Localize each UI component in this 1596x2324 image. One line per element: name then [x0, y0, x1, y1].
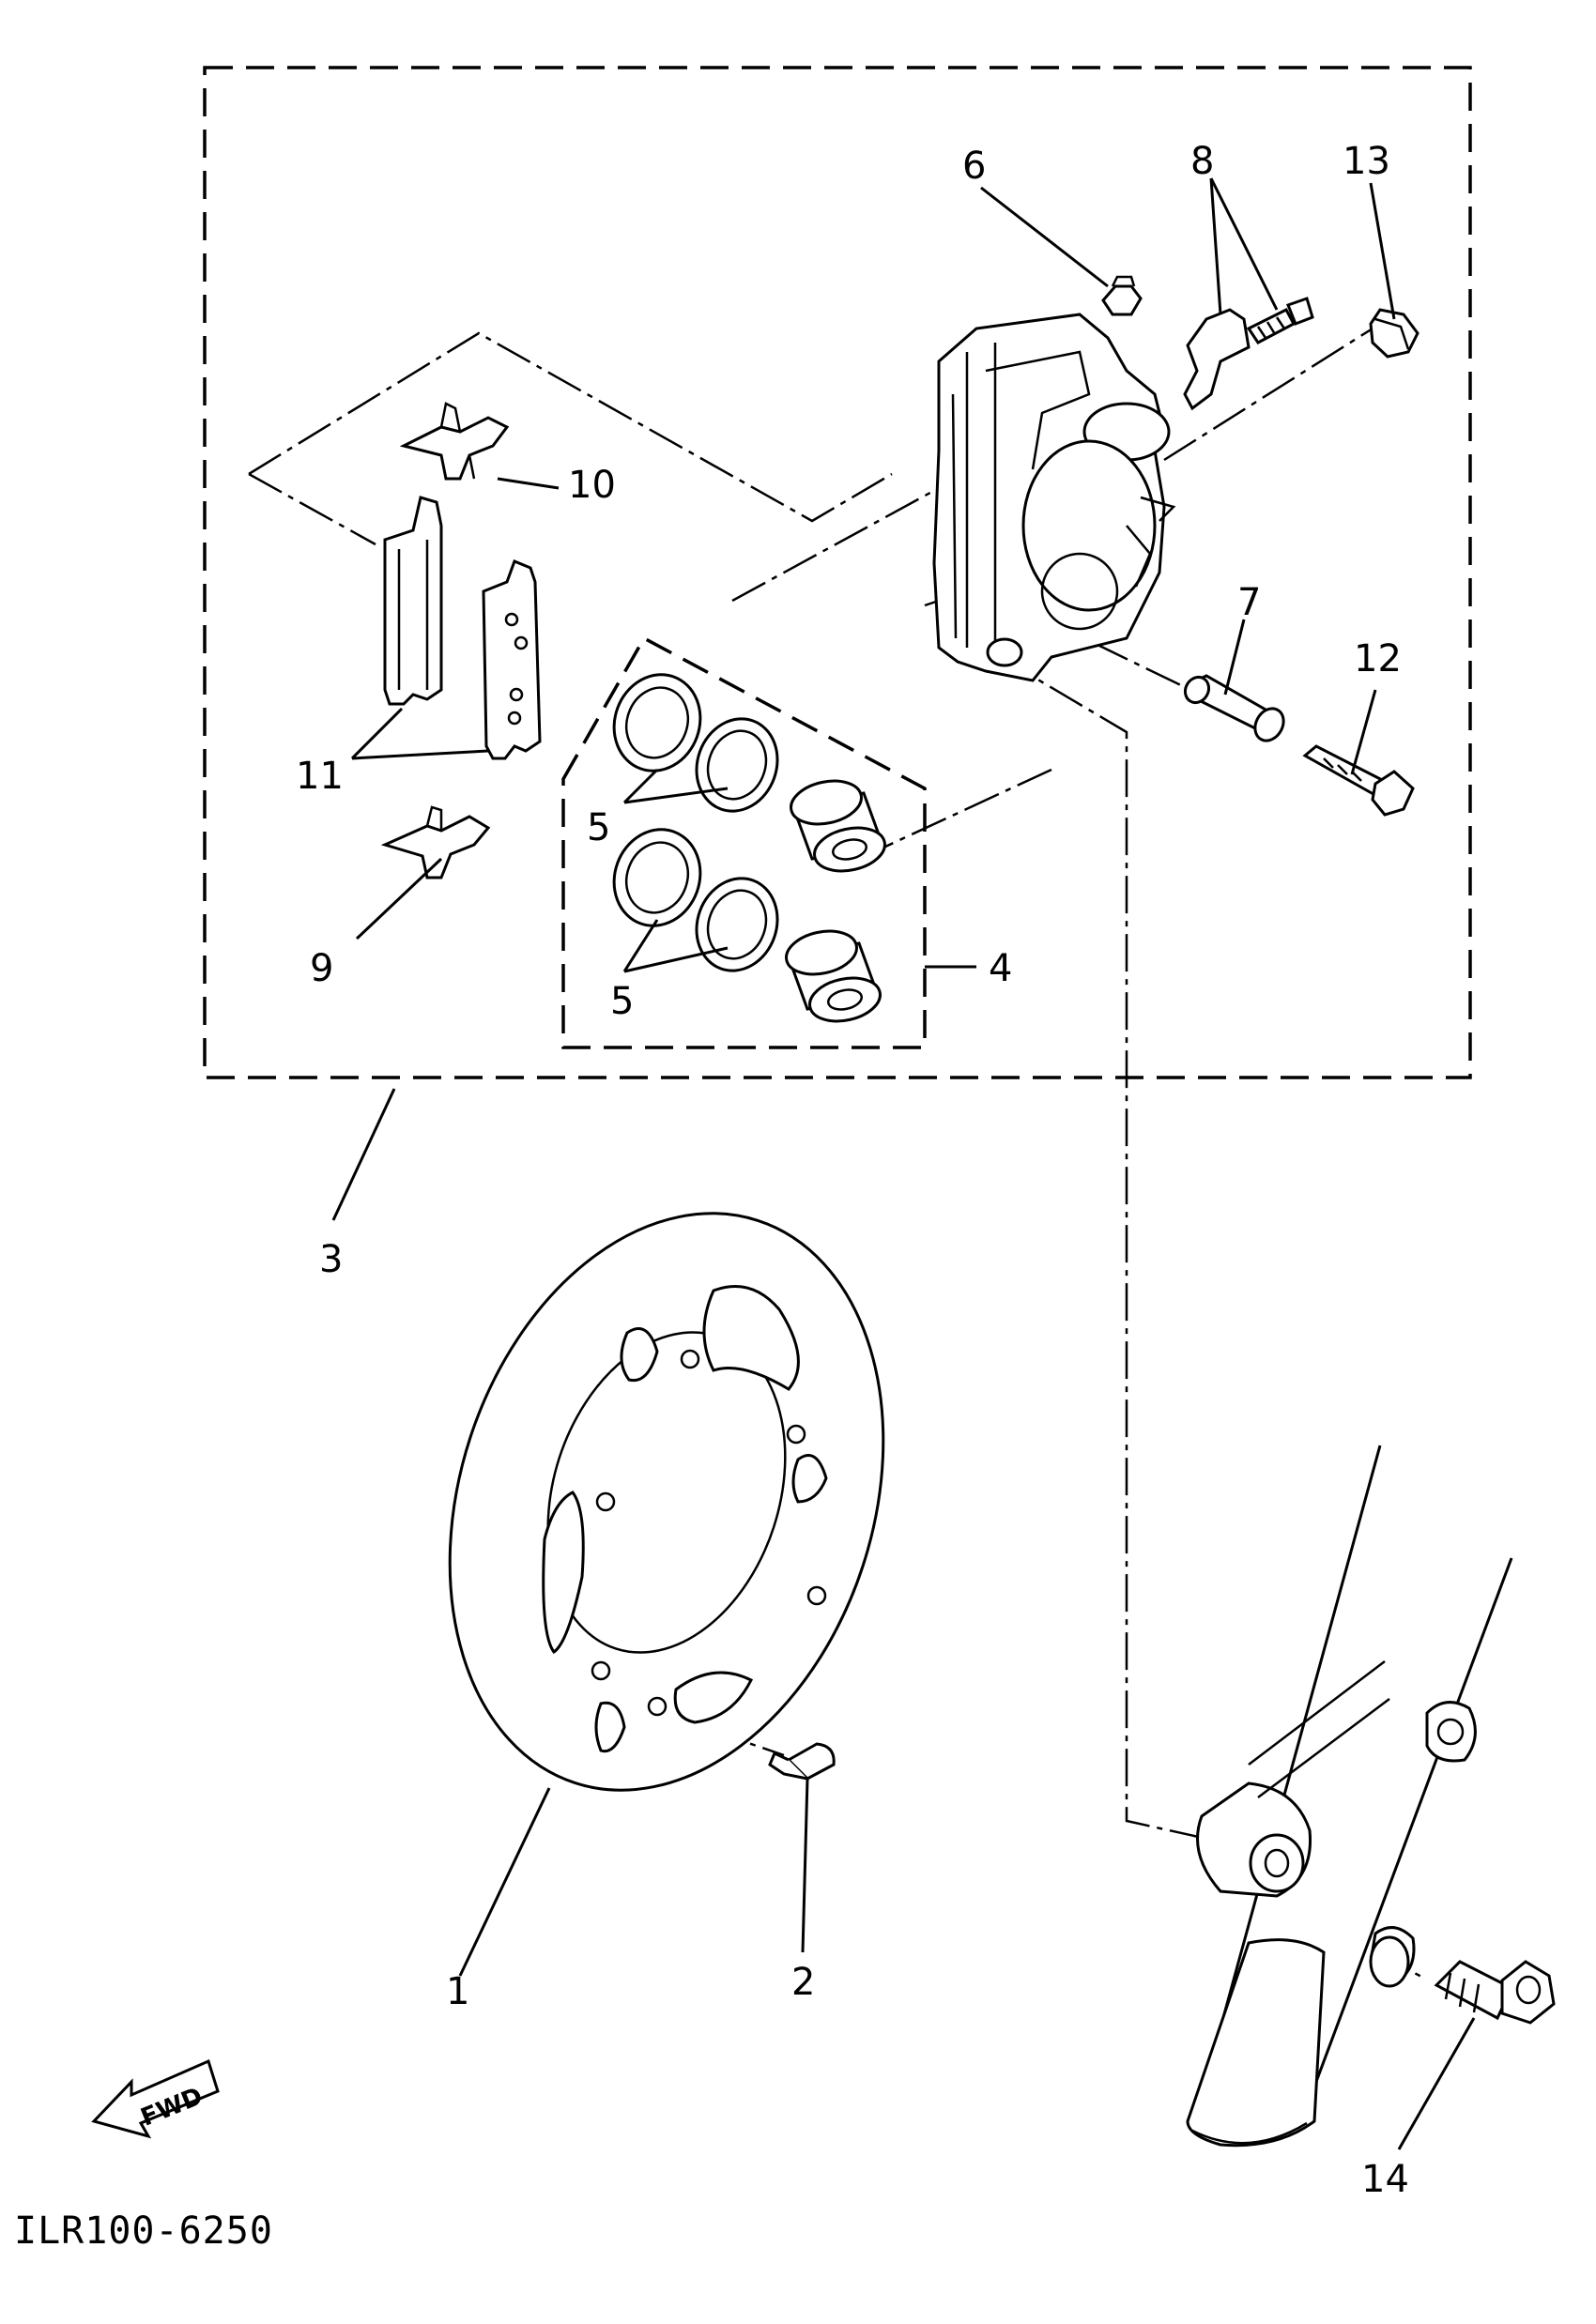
- pad-pin: [1183, 674, 1285, 742]
- callout-labels: 1 2 3 4 5 5 6 7 8 9 10 11 12 13 14: [296, 140, 1409, 2201]
- leader-lines: [331, 177, 1476, 2150]
- callout-5a: 5: [587, 806, 610, 849]
- piston-seal-bottom-2: [695, 877, 779, 972]
- drawing-code: ILR100-6250: [14, 2209, 273, 2253]
- callout-13: 13: [1343, 140, 1390, 183]
- bleed-screw-cap: [1101, 275, 1143, 316]
- pad-spring-bottom: [380, 805, 491, 879]
- callout-7: 7: [1237, 581, 1261, 624]
- brake-disc: [448, 1212, 885, 1792]
- callout-1: 1: [446, 1970, 469, 2013]
- piston-top: [790, 779, 886, 873]
- callout-14: 14: [1361, 2158, 1409, 2201]
- callout-5b: 5: [610, 980, 634, 1023]
- callout-8: 8: [1190, 140, 1214, 183]
- bleeder-bracket: [1183, 308, 1251, 411]
- pad-spring-top: [399, 402, 510, 481]
- caliper-assembly-box: [203, 66, 1472, 1079]
- callout-12: 12: [1354, 637, 1402, 680]
- fork-bolt: [1369, 1935, 1556, 2025]
- piston-seal-top-2: [695, 717, 779, 813]
- callout-4: 4: [989, 947, 1012, 990]
- fwd-arrow-icon: FWD: [91, 2058, 220, 2139]
- brake-pad-left: [383, 496, 443, 706]
- callout-6: 6: [962, 145, 986, 188]
- rubber-cap: [1369, 308, 1420, 359]
- callout-3: 3: [319, 1238, 343, 1281]
- callout-2: 2: [791, 1961, 815, 2004]
- callout-10: 10: [568, 464, 616, 507]
- bleeder-screw: [1246, 297, 1314, 344]
- piston-bottom: [785, 929, 882, 1023]
- piston-seal-bottom-1: [612, 828, 702, 927]
- callout-9: 9: [310, 947, 333, 990]
- disc-screw: [768, 1742, 836, 1781]
- brake-pad-right: [482, 559, 542, 760]
- front-fork-leg: [1186, 1445, 1513, 2148]
- piston-seal-top-1: [612, 673, 702, 772]
- caliper-bolt: [1302, 744, 1415, 817]
- seal-kit-box: [561, 635, 927, 1049]
- callout-11: 11: [296, 755, 344, 798]
- caliper-body: [932, 313, 1176, 682]
